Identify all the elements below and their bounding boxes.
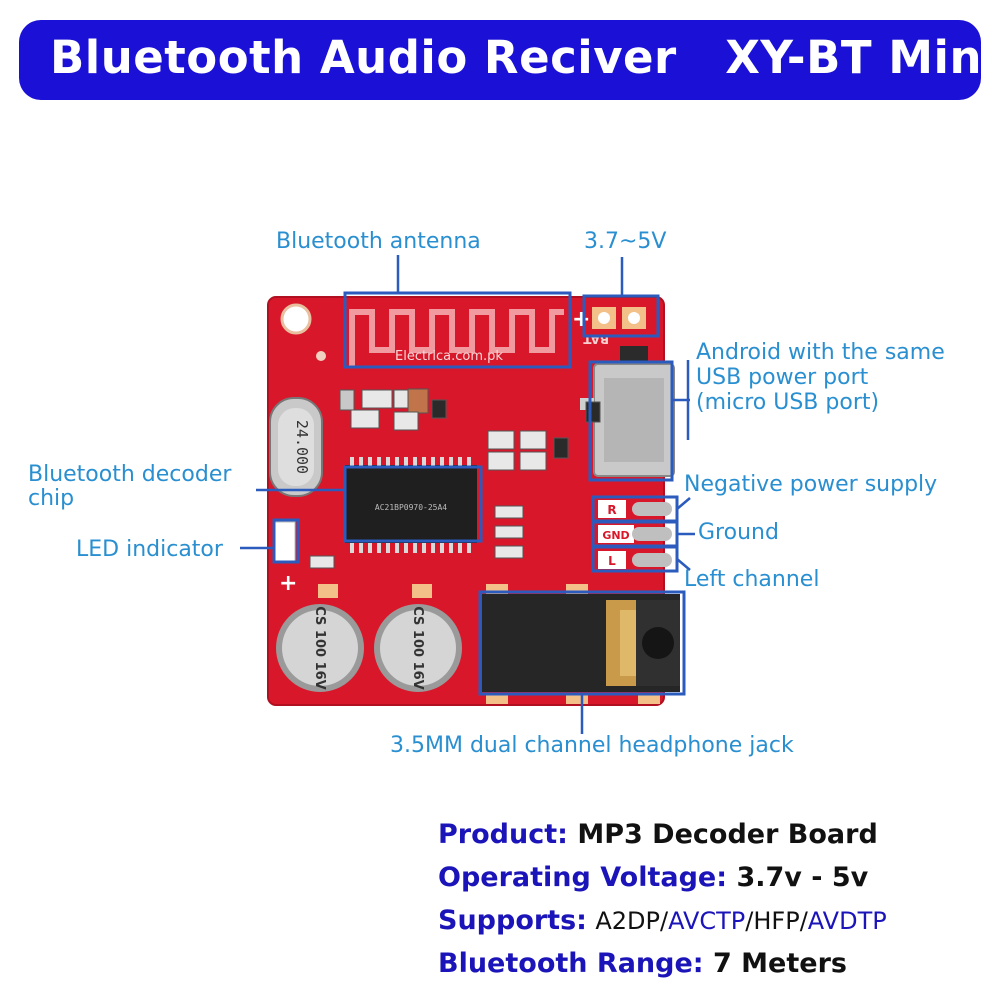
antenna-box xyxy=(343,291,572,369)
chip-pin xyxy=(449,457,453,467)
label-negative-power: Negative power supply xyxy=(684,472,938,497)
capacitor-1 xyxy=(276,584,364,692)
chip-pin xyxy=(395,543,399,553)
power-pins xyxy=(592,307,646,329)
chip-pin xyxy=(404,543,408,553)
label-decoder-line2: chip xyxy=(28,486,75,511)
board-bat-mark: BAT xyxy=(582,332,609,346)
label-voltage: 3.7~5V xyxy=(584,229,667,254)
chip-pin xyxy=(467,543,471,553)
chip-pin xyxy=(413,543,417,553)
chip-pin xyxy=(368,457,372,467)
label-left-channel: Left channel xyxy=(684,567,820,592)
title-banner xyxy=(19,20,981,100)
chip-pin xyxy=(377,457,381,467)
chip-pin xyxy=(386,543,390,553)
spec-supports-hfp: HFP xyxy=(753,907,800,935)
chip-pin xyxy=(431,543,435,553)
chip-pin xyxy=(440,457,444,467)
crystal-marking: 24.000 xyxy=(293,420,311,474)
spec-product-key: Product: xyxy=(438,819,568,850)
mounting-hole xyxy=(280,303,312,335)
spec-range-value: 7 Meters xyxy=(712,948,847,979)
label-usb-line2: USB power port xyxy=(696,365,869,390)
chip-pin xyxy=(359,543,363,553)
chip-pin xyxy=(386,457,390,467)
label-decoder-line1: Bluetooth decoder xyxy=(28,462,232,487)
chip-pin xyxy=(350,543,354,553)
label-usb-line1: Android with the same xyxy=(696,340,945,365)
chip-pin xyxy=(422,457,426,467)
led-box xyxy=(272,518,300,564)
spec-product: Product: MP3 Decoder Board xyxy=(438,818,878,852)
capacitor-2-marking: CS 100 16V xyxy=(410,606,425,689)
usb-box xyxy=(588,360,674,482)
label-led-indicator: LED indicator xyxy=(76,537,223,562)
spec-product-value: MP3 Decoder Board xyxy=(577,819,878,850)
chip-pin xyxy=(422,543,426,553)
chip-pin xyxy=(350,457,354,467)
chip-box xyxy=(343,465,483,543)
spec-voltage-value: 3.7v - 5v xyxy=(736,862,869,893)
antenna-trace xyxy=(349,309,564,366)
capacitor-2 xyxy=(374,584,462,692)
chip-pin xyxy=(458,457,462,467)
led-plus-mark: + xyxy=(279,571,297,596)
spec-range: Bluetooth Range: 7 Meters xyxy=(438,947,847,981)
label-bluetooth-antenna: Bluetooth antenna xyxy=(276,229,481,254)
page-title: Bluetooth Audio Reciver XY-BT Mini xyxy=(50,31,998,84)
spec-voltage-key: Operating Voltage: xyxy=(438,862,728,893)
board-plus-mark: + xyxy=(572,307,590,332)
spec-supports-a2dp: A2DP xyxy=(595,907,660,935)
chip-pin xyxy=(431,457,435,467)
label-usb-line3: (micro USB port) xyxy=(696,390,880,415)
pad-gnd-label: GND xyxy=(602,529,629,542)
spec-supports-avdtp: AVDTP xyxy=(807,907,887,935)
chip-pin xyxy=(458,543,462,553)
label-ground: Ground xyxy=(698,520,779,545)
chip-pin xyxy=(413,457,417,467)
spec-supports-key: Supports: xyxy=(438,905,587,936)
chip-pin xyxy=(404,457,408,467)
audio-pads xyxy=(598,500,672,569)
chip-marking: AC21BP0970-25A4 xyxy=(375,503,447,512)
spec-range-key: Bluetooth Range: xyxy=(438,948,704,979)
decoder-chip xyxy=(345,457,477,553)
chip-pin xyxy=(377,543,381,553)
led xyxy=(274,521,296,563)
chip-pin xyxy=(440,543,444,553)
spec-supports: Supports: A2DP/AVCTP/HFP/AVDTP xyxy=(438,905,887,936)
pad-r-label: R xyxy=(607,503,616,517)
headphone-jack xyxy=(482,584,680,704)
chip-pin xyxy=(395,457,399,467)
board-watermark: Electrica.com.pk xyxy=(395,349,503,364)
crystal-oscillator xyxy=(269,397,323,497)
chip-pin xyxy=(359,457,363,467)
chip-pin xyxy=(368,543,372,553)
leader-lines xyxy=(240,255,695,734)
capacitor-1-marking: CS 100 16V xyxy=(312,606,327,689)
chip-pin xyxy=(449,543,453,553)
chip-pin xyxy=(467,457,471,467)
label-headphone-jack: 3.5MM dual channel headphone jack xyxy=(390,733,794,758)
spec-supports-avctp: AVCTP xyxy=(668,907,746,935)
pad-l-label: L xyxy=(608,554,616,568)
spec-voltage: Operating Voltage: 3.7v - 5v xyxy=(438,861,868,895)
